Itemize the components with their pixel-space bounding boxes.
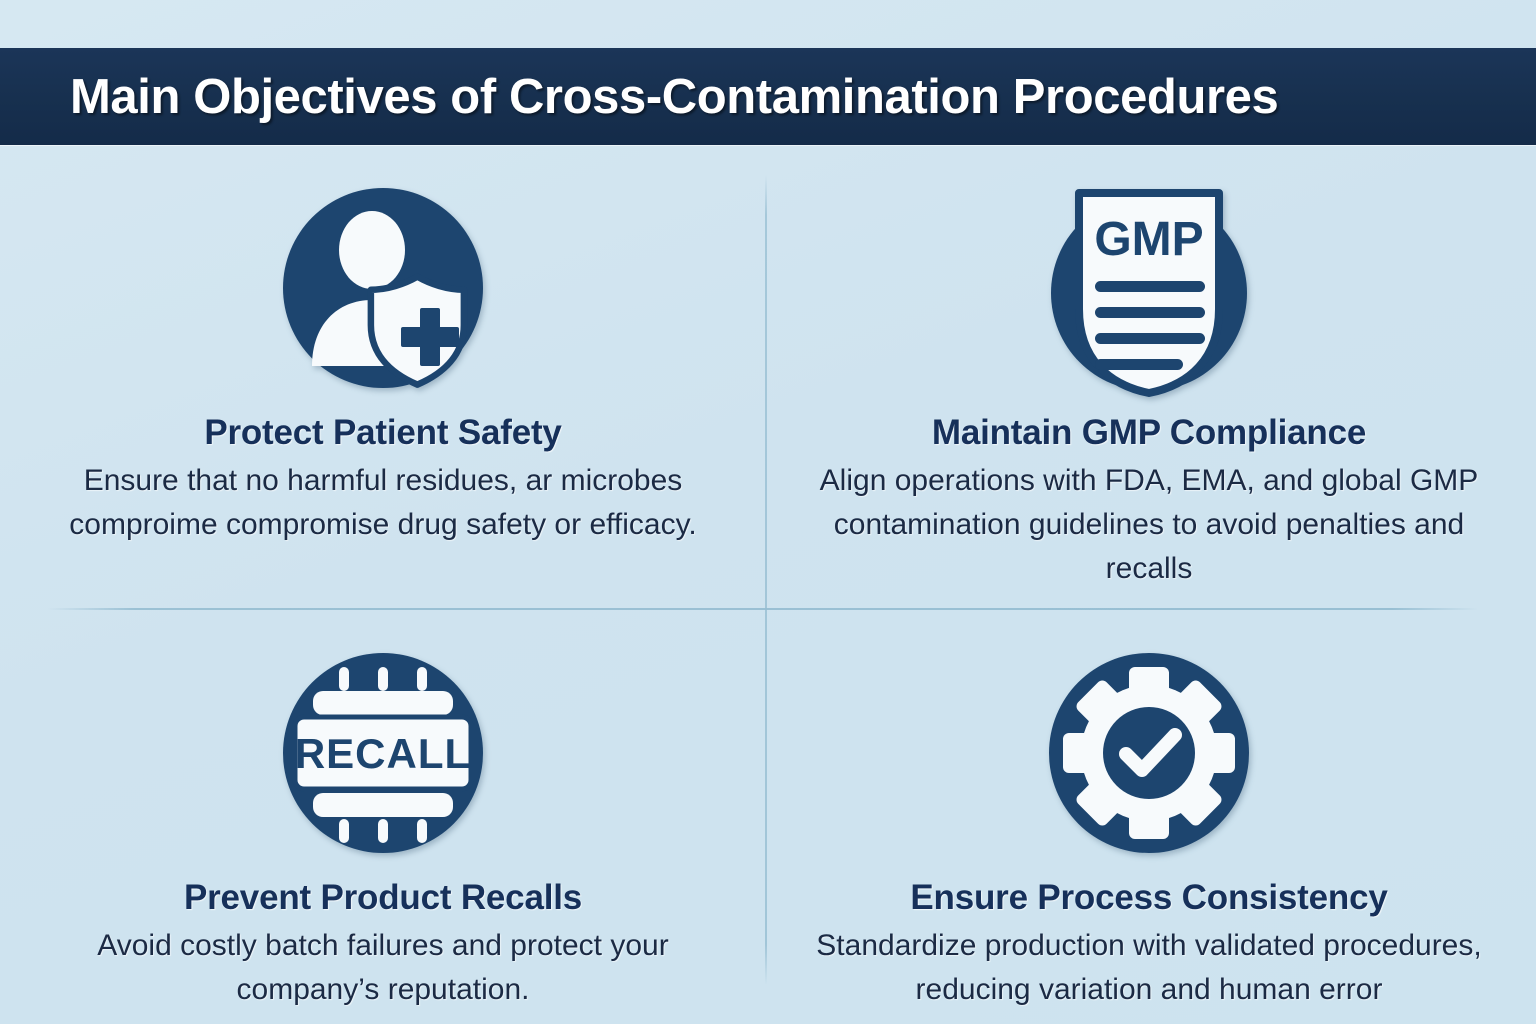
horizontal-divider: [48, 608, 1478, 610]
header-band: Main Objectives of Cross-Contamination P…: [0, 48, 1536, 145]
vertical-divider: [765, 175, 767, 985]
icon-container: RECALL: [277, 638, 489, 868]
objective-description: Ensure that no harmful residues, ar micr…: [69, 464, 697, 541]
gear-checkmark-icon: [1049, 653, 1249, 853]
objectives-grid: Protect Patient Safety Ensure that no ha…: [0, 145, 1536, 1024]
recall-stamp-label: RECALL: [295, 730, 471, 777]
gmp-document-shield-icon: GMP: [1051, 189, 1247, 397]
objective-title: Ensure Process Consistency: [910, 878, 1388, 917]
person-shield-medical-cross-icon: [283, 188, 483, 388]
objective-title: Protect Patient Safety: [204, 413, 562, 452]
objective-card-ensure-process-consistency: Ensure Process Consistency Standardize p…: [766, 610, 1532, 1012]
objective-description: Standardize production with validated pr…: [816, 929, 1482, 1006]
objective-card-protect-patient-safety: Protect Patient Safety Ensure that no ha…: [0, 145, 766, 547]
icon-container: [277, 173, 489, 403]
objective-description: Align operations with FDA, EMA, and glob…: [819, 464, 1479, 585]
objective-card-maintain-gmp-compliance: GMP Maintain GMP Compliance Align operat…: [766, 145, 1532, 591]
icon-container: GMP: [1043, 173, 1255, 403]
icon-container: [1043, 638, 1255, 868]
page-title: Main Objectives of Cross-Contamination P…: [70, 69, 1279, 124]
objective-description: Avoid costly batch failures and protect …: [97, 929, 669, 1006]
recall-stamp-icon: RECALL: [283, 653, 483, 853]
objective-title: Prevent Product Recalls: [183, 878, 583, 917]
objective-card-prevent-product-recalls: RECALL Prevent Product Recalls Avoid cos…: [0, 610, 766, 1012]
objective-title: Maintain GMP Compliance: [931, 413, 1367, 452]
gmp-document-label: GMP: [1094, 213, 1203, 266]
